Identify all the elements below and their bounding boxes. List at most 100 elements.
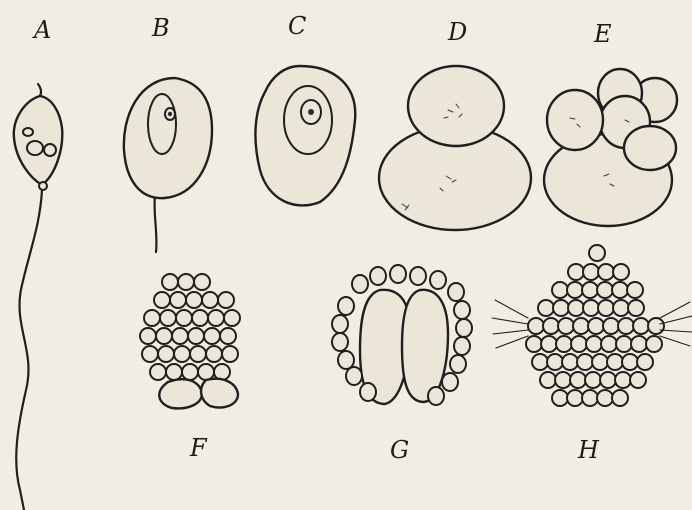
cell-f [144,310,160,326]
cell-h [648,318,664,334]
cell-h [598,264,614,280]
cell-h-top [589,245,605,261]
cell-h [540,372,556,388]
cell-h [612,390,628,406]
cell-f [192,310,208,326]
cell-g-ring [442,373,458,391]
cell-h [618,318,634,334]
cell-h [583,264,599,280]
cell-f [208,310,224,326]
cell-g-ring [346,367,362,385]
cell-g-ring [430,271,446,289]
cell-h [592,354,608,370]
cell-g-ring [454,337,470,355]
cell-g-ring [370,267,386,285]
cell-h [526,336,542,352]
cell-h [607,354,623,370]
cell-h [637,354,653,370]
cell-f [204,328,220,344]
cell-h [597,390,613,406]
cell-f-base-right [201,379,238,408]
cell-f [150,364,166,380]
cell-g-ring [332,315,348,333]
cell-h [568,264,584,280]
cell-h [555,372,571,388]
panel-label-h: H [578,438,599,462]
cell-f [140,328,156,344]
cell-f [176,310,192,326]
cell-f [186,292,202,308]
panel-label-d: D [448,20,467,44]
cell-f [202,292,218,308]
cell-h [612,282,628,298]
cell-f [174,346,190,362]
panel-e-drawing [544,69,677,226]
cell-h [646,336,662,352]
cell-h [615,372,631,388]
cell-f [142,346,158,362]
cell-f [190,346,206,362]
cell-f [198,364,214,380]
cell-h [573,318,589,334]
cell-h [586,336,602,352]
cell-f [160,310,176,326]
cell-h [528,318,544,334]
cell-f [156,328,172,344]
cell-h [582,390,598,406]
cell-g-center-right [402,290,448,402]
cell-f [182,364,198,380]
cell-f [188,328,204,344]
cell-g-ring [360,383,376,401]
cell-h [582,282,598,298]
cell-g-ring [448,283,464,301]
panel-label-f: F [190,436,207,460]
cell-f [178,274,194,290]
panel-a-drawing [14,84,62,510]
cell-h [556,336,572,352]
cell-h [567,282,583,298]
cell-h [541,336,557,352]
cell-h [538,300,554,316]
cell-f [170,292,186,308]
cell-h [631,336,647,352]
cell-h [585,372,601,388]
cell-g-ring [456,319,472,337]
cell-g-ring [338,297,354,315]
cell-f [218,292,234,308]
cell-f-base-left [159,379,202,408]
cell-g-ring [332,333,348,351]
cell-f [162,274,178,290]
panel-label-e: E [594,22,612,46]
panel-label-a: A [34,18,51,42]
cell-f [158,346,174,362]
cell-h [553,300,569,316]
cell-h [613,264,629,280]
cell-f [154,292,170,308]
cell-h [568,300,584,316]
cell-f [166,364,182,380]
panel-d-drawing [379,66,531,230]
cell-g-ring [338,351,354,369]
cell-h [613,300,629,316]
cell-h [583,300,599,316]
cell-h [601,336,617,352]
panel-label-g: G [390,438,409,462]
cell-h [628,300,644,316]
cell-g-ring [410,267,426,285]
cell-h [622,354,638,370]
cell-h [570,372,586,388]
cell-f [222,346,238,362]
cell-g-ring [428,387,444,405]
cell-h [630,372,646,388]
cell-g-ring [352,275,368,293]
panel-b-drawing [124,78,212,252]
cell-h [552,282,568,298]
cell-h [627,282,643,298]
cell-h [577,354,593,370]
cell-h [532,354,548,370]
cell-h [603,318,619,334]
panel-label-c: C [288,14,306,38]
panel-c-drawing [255,66,355,205]
